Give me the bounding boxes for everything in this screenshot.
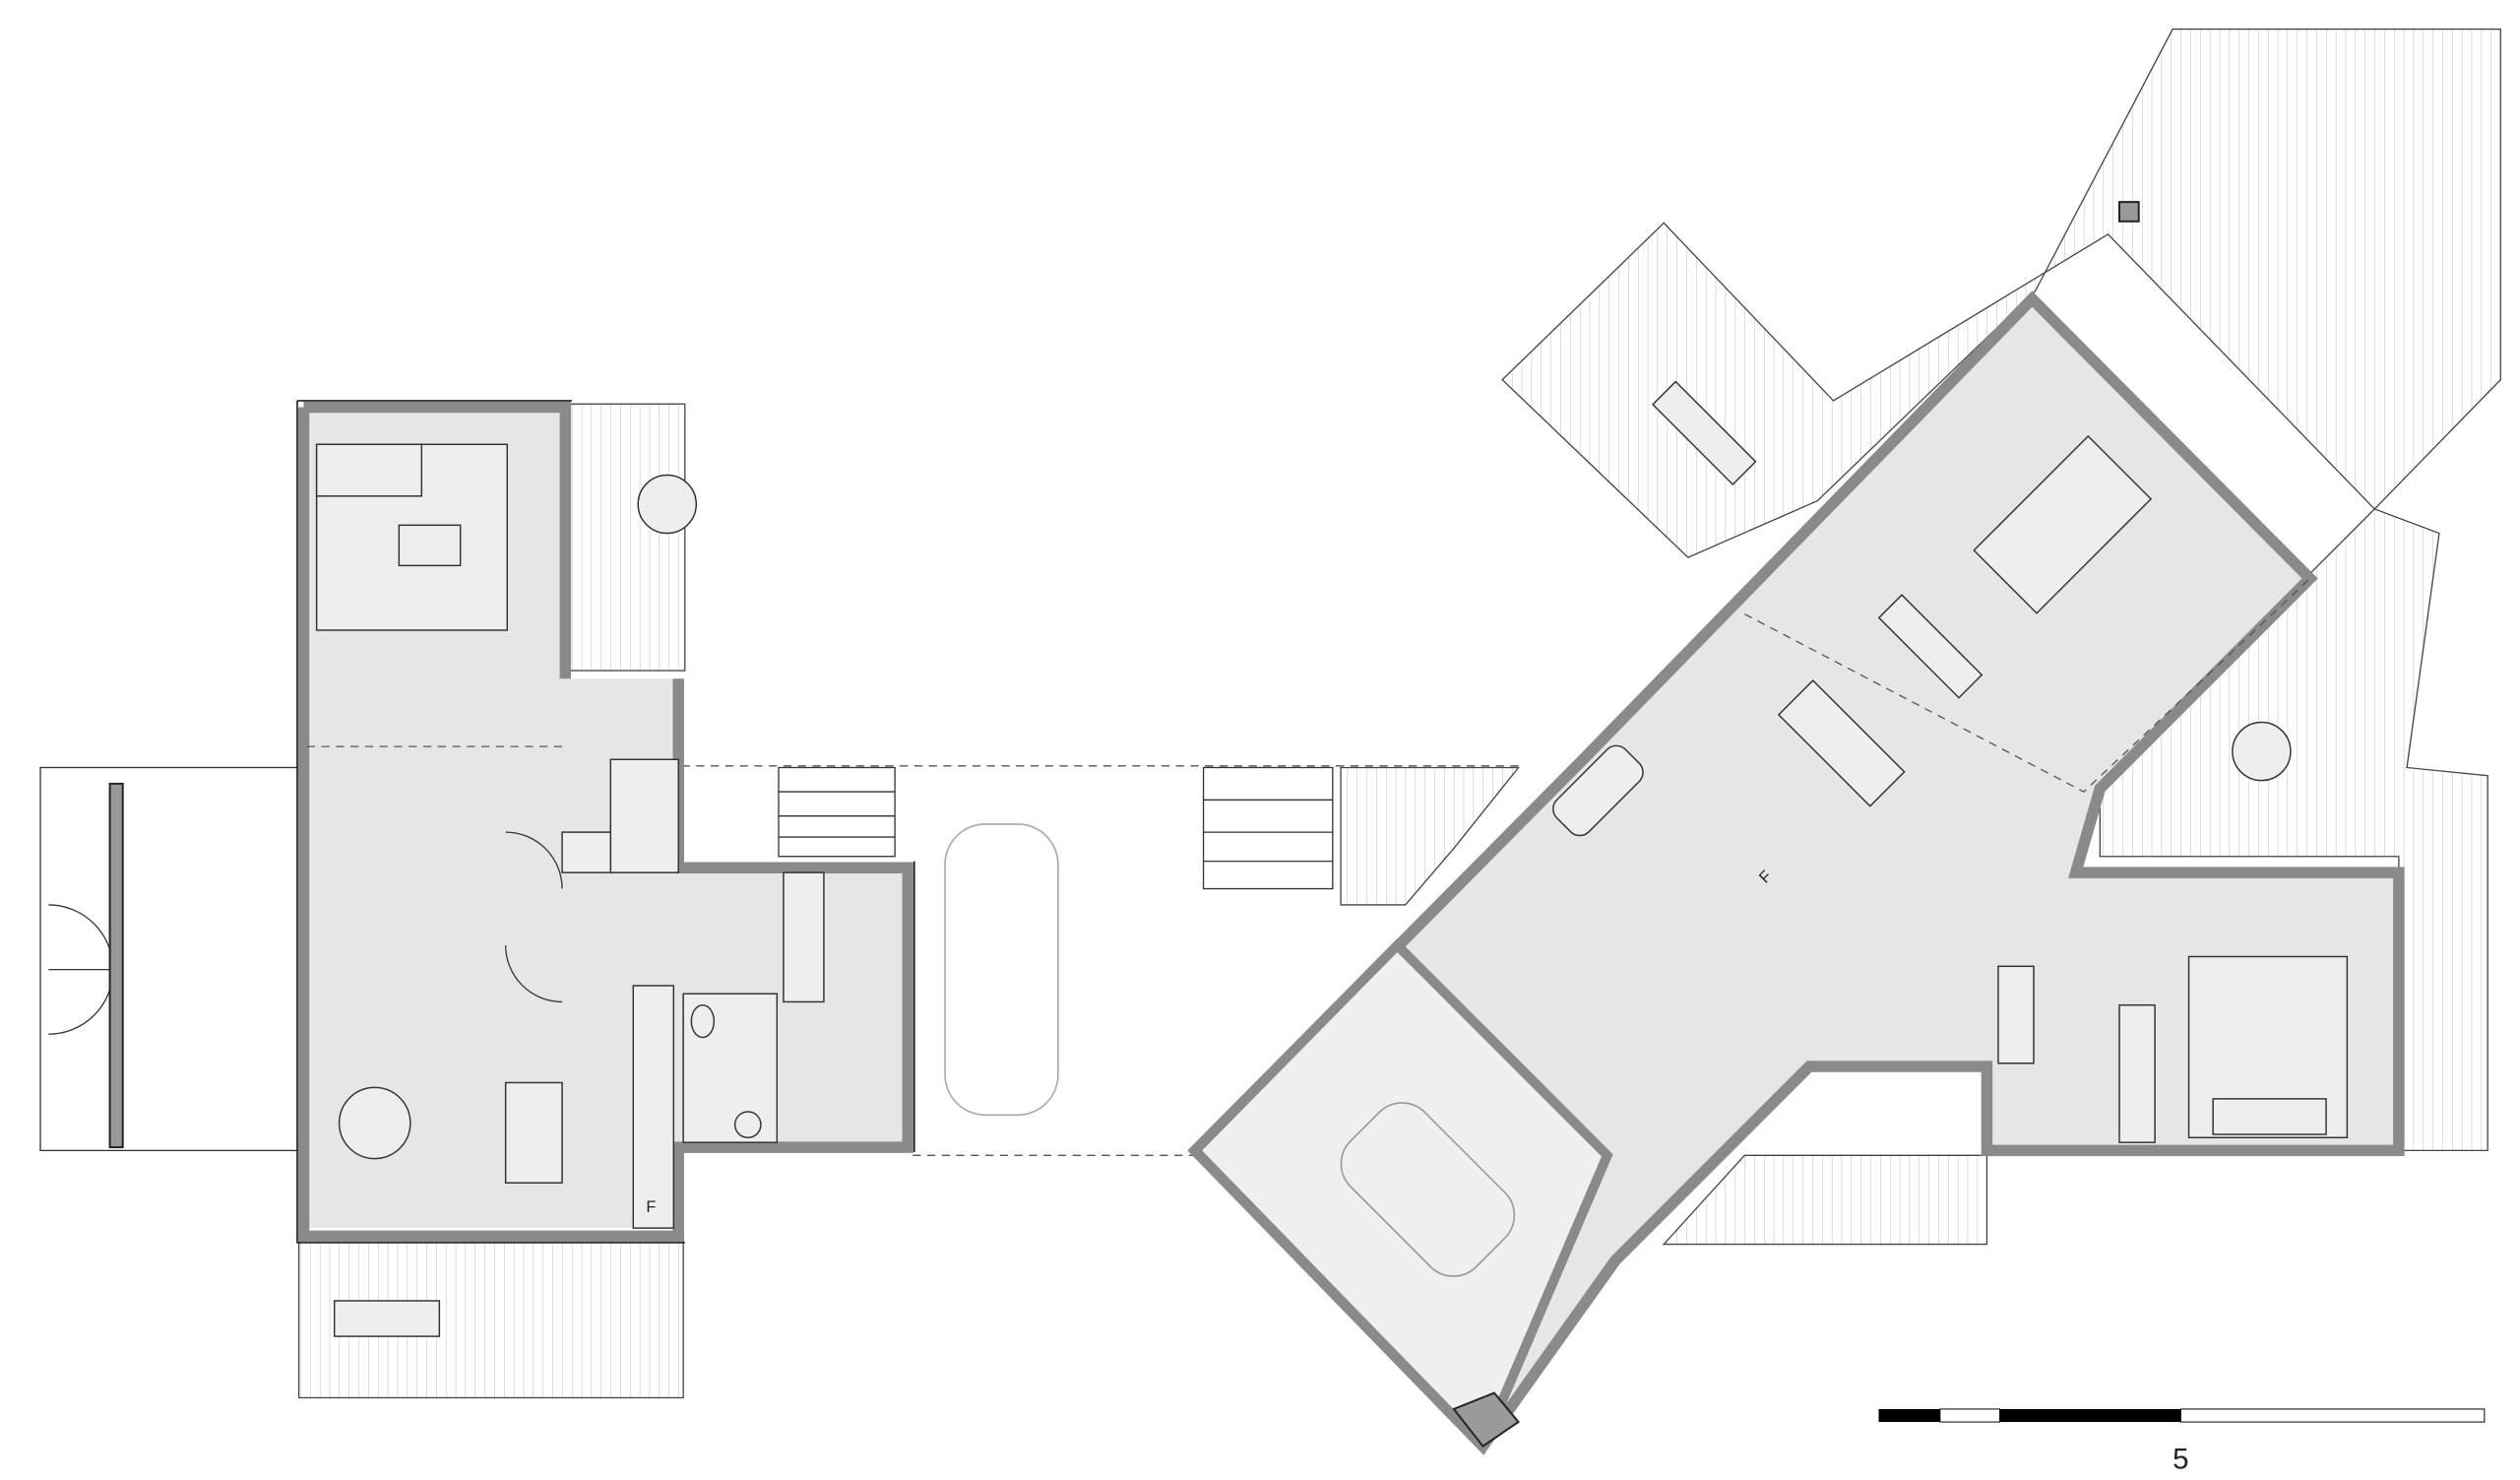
armchair: [315, 443, 423, 497]
terrace-round-table: [637, 474, 698, 535]
wardrobe-right: [2118, 1003, 2156, 1143]
outdoor-dining-table-right: [1651, 380, 1757, 486]
parked-car: [944, 823, 1059, 1117]
outdoor-steps-right: [1202, 766, 1334, 890]
wardrobe-hall: [1997, 965, 2035, 1064]
garage-car: [1340, 1102, 1516, 1277]
scale-bar-label: 5: [2173, 1444, 2188, 1476]
side-deck: [2099, 508, 2488, 1152]
kitchen-island: [504, 1081, 563, 1184]
scale-bar: 5: [1878, 1408, 2486, 1476]
upper-deck: [1501, 28, 2501, 558]
left-house: F: [39, 400, 1059, 1399]
kitchen-island-right: [1777, 678, 1906, 807]
carport: [39, 766, 300, 1152]
coffee-table: [398, 524, 462, 567]
top-terrace: [567, 403, 686, 672]
right-house: F: [1187, 28, 2501, 1455]
round-table: [338, 1086, 411, 1160]
bathtub: [1552, 744, 1644, 837]
outdoor-steps-left: [778, 766, 896, 858]
left-house-walls: [297, 401, 914, 1243]
outdoor-dining-table: [333, 1300, 441, 1337]
site-dashed-lines: [681, 765, 1519, 1156]
kitchen-counter: [632, 985, 675, 1229]
sofa-right: [1973, 434, 2153, 614]
garage: [1188, 937, 1613, 1455]
dining-table-right: [1877, 594, 1984, 699]
stair: [609, 758, 679, 873]
terrace-round-table-right: [2232, 721, 2292, 782]
wardrobe: [561, 831, 612, 873]
sink: [733, 1111, 762, 1139]
carport-doors: [48, 904, 114, 1035]
front-deck: [1340, 766, 1520, 906]
entry-steps: [1662, 1154, 1988, 1246]
toilet: [690, 1003, 716, 1039]
fridge-label: F: [646, 1198, 656, 1216]
